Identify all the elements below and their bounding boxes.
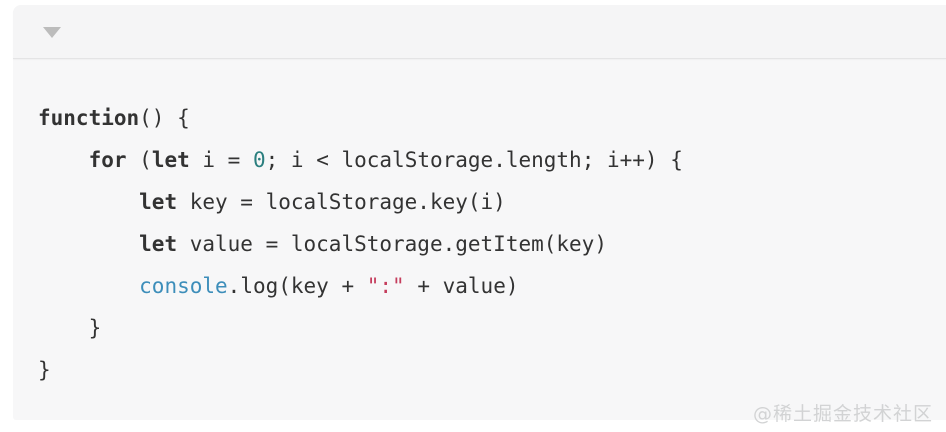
- collapse-caret-icon[interactable]: [43, 27, 61, 38]
- code-token-plain: [38, 274, 139, 298]
- code-area: function() { for (let i = 0; i < localSt…: [13, 59, 946, 391]
- code-token-keyword: let: [139, 190, 178, 214]
- code-token-string: ":": [366, 274, 405, 298]
- code-token-plain: ; i < localStorage.length; i++) {: [265, 148, 683, 172]
- code-token-plain: }: [38, 358, 51, 382]
- code-token-plain: }: [38, 316, 102, 340]
- code-token-plain: [38, 232, 139, 256]
- code-block-header: [13, 5, 946, 59]
- code-token-keyword: function: [38, 106, 140, 130]
- code-line: }: [38, 316, 102, 340]
- code-line: function() {: [38, 106, 190, 130]
- code-token-plain: i =: [189, 148, 253, 172]
- code-token-plain: .log(key +: [227, 274, 367, 298]
- code-token-plain: + value): [404, 274, 519, 298]
- code-token-keyword: let: [151, 148, 190, 172]
- code-block-widget: function() { for (let i = 0; i < localSt…: [13, 5, 946, 420]
- code-token-keyword: for: [88, 148, 127, 172]
- code-token-plain: [38, 190, 139, 214]
- code-token-plain: [38, 148, 89, 172]
- code-token-plain: value = localStorage.getItem(key): [177, 232, 607, 256]
- code-line: for (let i = 0; i < localStorage.length;…: [38, 148, 683, 172]
- code-line: let key = localStorage.key(i): [38, 190, 506, 214]
- code-token-plain: key = localStorage.key(i): [177, 190, 506, 214]
- code-line: console.log(key + ":" + value): [38, 274, 518, 298]
- code-token-builtin: console: [139, 274, 228, 298]
- code-token-plain: (: [126, 148, 152, 172]
- code-line: }: [38, 358, 51, 382]
- code-line: let value = localStorage.getItem(key): [38, 232, 607, 256]
- code-content: function() { for (let i = 0; i < localSt…: [38, 106, 683, 382]
- code-token-keyword: let: [139, 232, 178, 256]
- code-token-plain: () {: [139, 106, 190, 130]
- code-token-number: 0: [252, 148, 266, 172]
